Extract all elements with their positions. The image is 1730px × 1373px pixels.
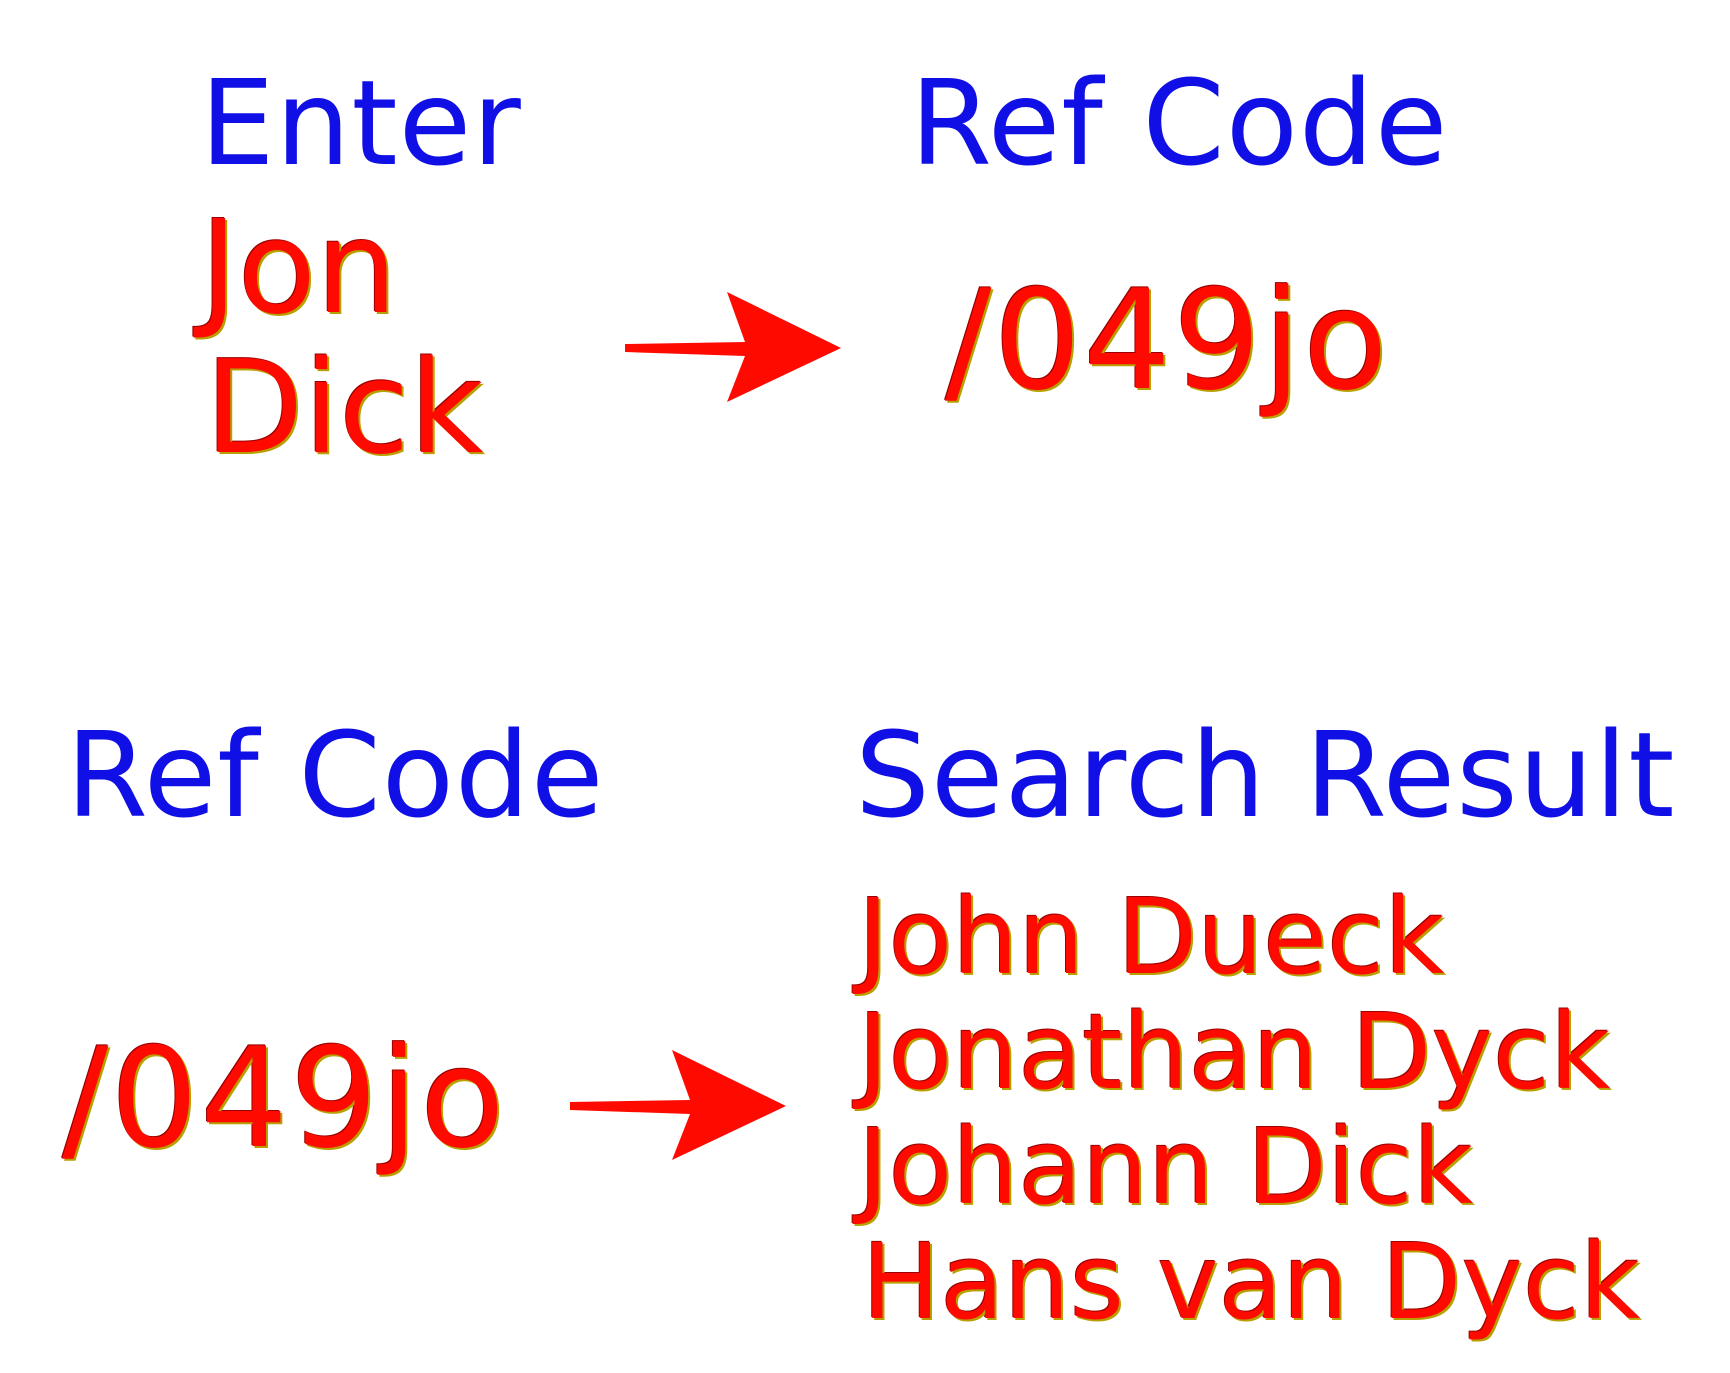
- input-first-name: Jon: [200, 194, 398, 343]
- search-result-heading: Search Result: [855, 706, 1676, 844]
- arrow-right-icon: [570, 1050, 786, 1160]
- top-ref-code: /049jo: [945, 260, 1390, 421]
- top-refcode-heading: Ref Code: [910, 54, 1449, 192]
- search-result-item: Johann Dick: [858, 1106, 1474, 1228]
- enter-heading: Enter: [200, 54, 522, 192]
- input-last-name: Dick: [205, 334, 484, 483]
- search-result-item: John Dueck: [858, 876, 1445, 998]
- search-result-item: Hans van Dyck: [862, 1221, 1641, 1343]
- search-result-item: Jonathan Dyck: [858, 991, 1611, 1113]
- bottom-refcode-heading: Ref Code: [66, 706, 605, 844]
- bottom-ref-code: /049jo: [62, 1018, 507, 1179]
- arrow-right-icon: [625, 292, 841, 402]
